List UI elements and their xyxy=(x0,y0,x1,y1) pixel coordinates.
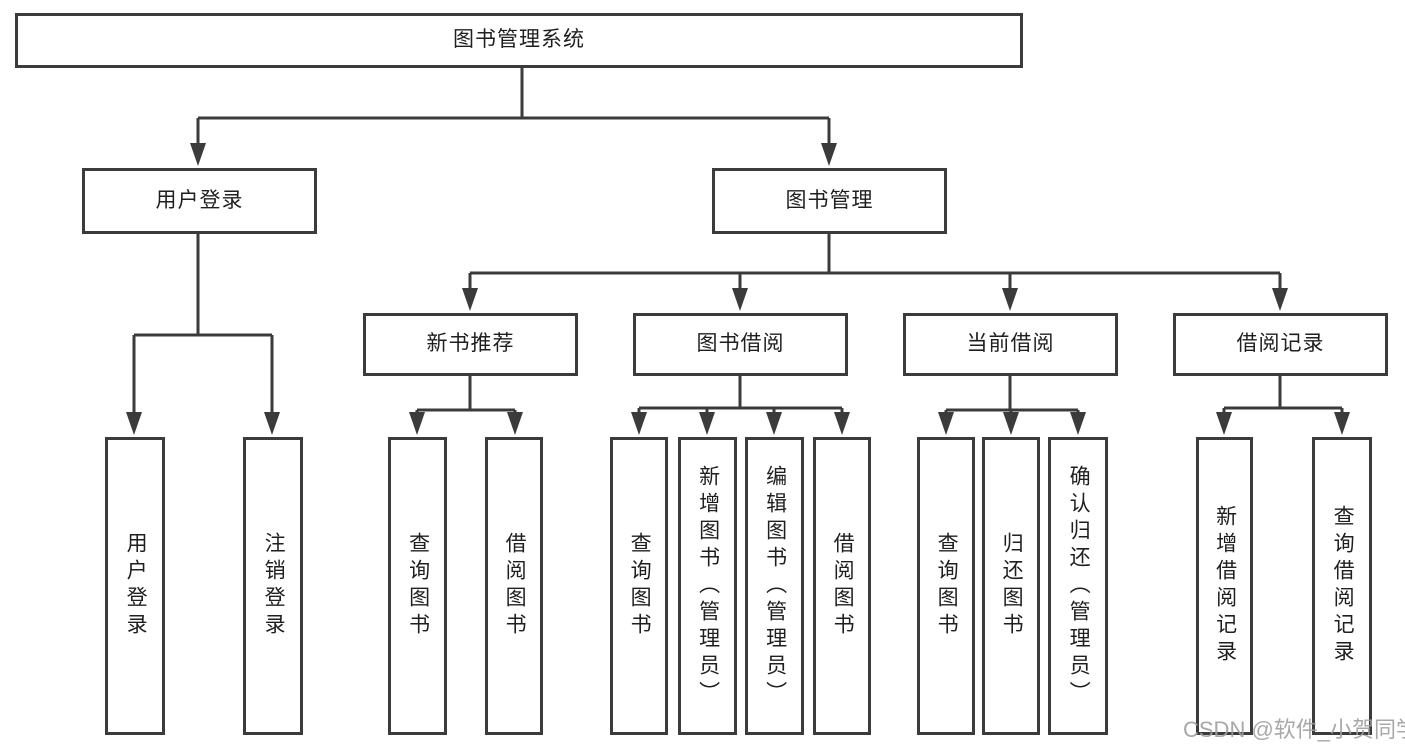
node-library-management-system: 图书管理系统 xyxy=(15,13,1023,68)
leaf-user-login: 用户登录 xyxy=(105,437,165,735)
leaf-return-book: 归还图书 xyxy=(982,437,1040,735)
leaf-query-books-recommend: 查询图书 xyxy=(388,437,447,735)
leaf-add-book-admin: 新增图书（管理员） xyxy=(678,437,737,735)
leaf-query-books-borrowing: 查询图书 xyxy=(610,437,668,735)
node-borrowing-records: 借阅记录 xyxy=(1173,313,1388,376)
node-book-borrowing: 图书借阅 xyxy=(633,313,848,376)
leaf-logout: 注销登录 xyxy=(243,437,303,735)
leaf-borrow-books-recommend: 借阅图书 xyxy=(485,437,543,735)
leaf-add-borrow-record: 新增借阅记录 xyxy=(1196,437,1253,735)
csdn-watermark: CSDN @软件_小贺同学 xyxy=(1183,717,1405,742)
leaf-query-borrow-record: 查询借阅记录 xyxy=(1312,437,1372,735)
leaf-borrow-books-borrowing: 借阅图书 xyxy=(813,437,871,735)
node-current-borrowing: 当前借阅 xyxy=(903,313,1118,376)
node-book-management: 图书管理 xyxy=(712,168,947,234)
leaf-edit-book-admin: 编辑图书（管理员） xyxy=(745,437,804,735)
leaf-query-books-current: 查询图书 xyxy=(917,437,975,735)
leaf-confirm-return-admin: 确认归还（管理员） xyxy=(1048,437,1108,735)
node-new-book-recommendation: 新书推荐 xyxy=(363,313,578,376)
node-user-login: 用户登录 xyxy=(82,168,317,234)
